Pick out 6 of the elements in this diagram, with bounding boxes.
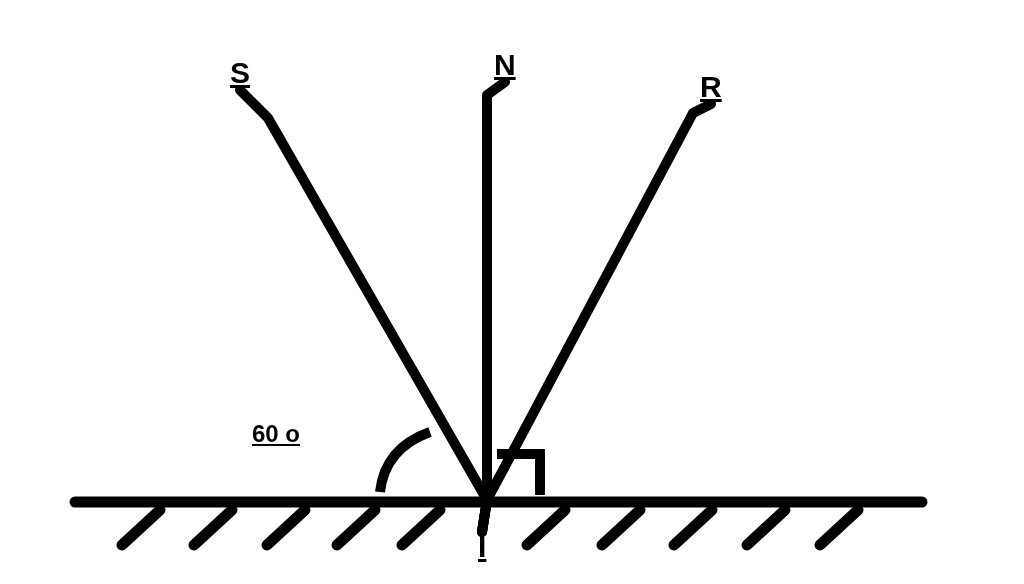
point-label: S: [230, 56, 250, 90]
point-label: N: [494, 48, 516, 82]
point-label: I: [478, 530, 487, 564]
ray-line: [477, 99, 716, 537]
angle-label: 60 o: [252, 420, 301, 448]
point-label: R: [700, 70, 722, 104]
